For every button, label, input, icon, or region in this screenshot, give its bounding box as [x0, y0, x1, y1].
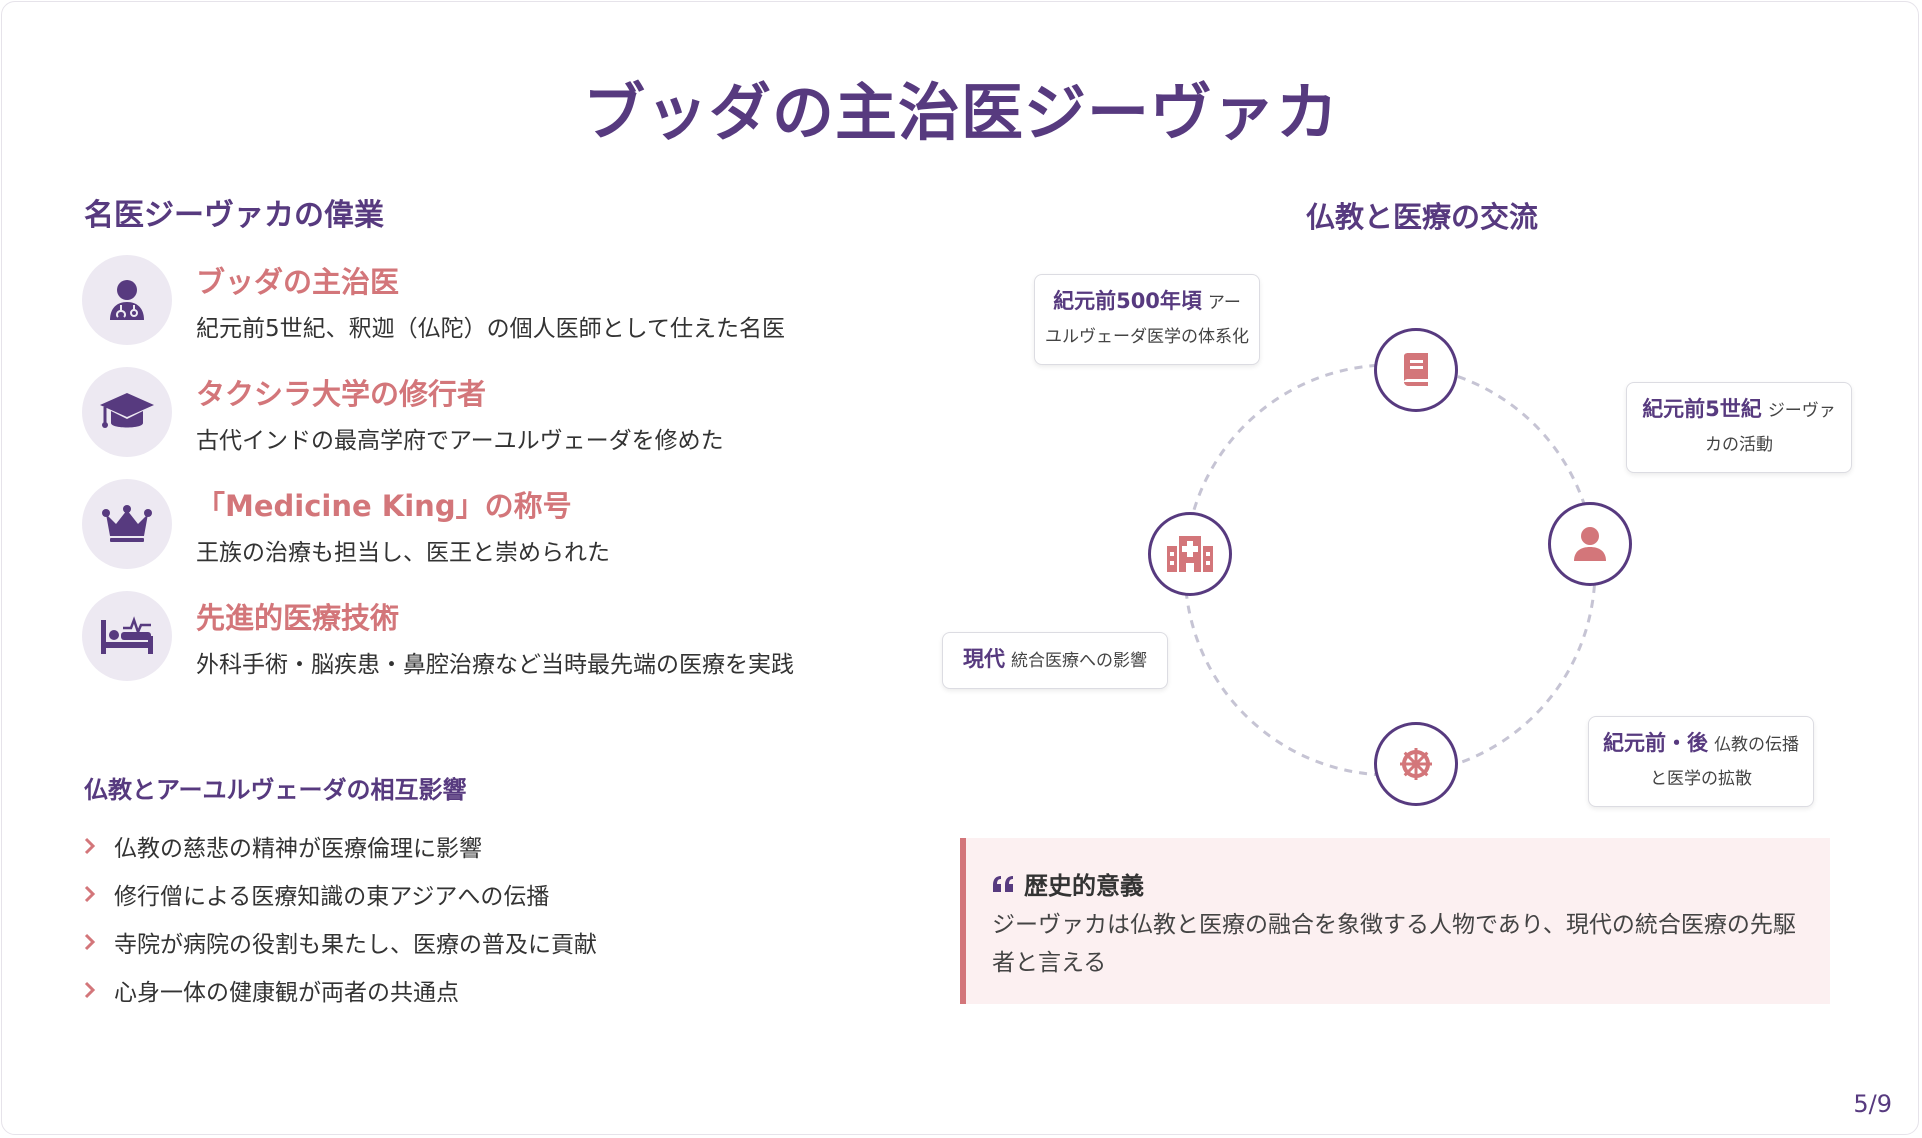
list-item: 修行僧による医療知識の東アジアへの伝播: [84, 870, 597, 918]
page-number: 5/9: [1853, 1090, 1892, 1118]
achievement-desc: 紀元前5世紀、釈迦（仏陀）の個人医師として仕えた名医: [196, 316, 785, 342]
exchange-heading: 仏教と医療の交流: [1306, 200, 1539, 234]
graduation-cap-icon: [82, 367, 172, 457]
achievements-heading: 名医ジーヴァカの偉業: [84, 198, 384, 233]
achievement-desc: 古代インドの最高学府でアーユルヴェーダを修めた: [196, 428, 724, 454]
achievement-title: 「Medicine King」の称号: [196, 489, 572, 523]
crown-icon: [82, 479, 172, 569]
achievement-item: タクシラ大学の修行者 古代インドの最高学府でアーユルヴェーダを修めた: [82, 367, 862, 463]
chevron-right-icon: [84, 933, 108, 951]
chevron-right-icon: [84, 981, 108, 999]
timeline-desc: アーユルヴェーダ医学の体系化: [1045, 293, 1249, 347]
achievement-title: ブッダの主治医: [196, 265, 400, 299]
achievement-title: タクシラ大学の修行者: [196, 377, 487, 411]
quote-text: ジーヴァカは仏教と医療の融合を象徴する人物であり、現代の統合医療の先駆者と言える: [992, 912, 1796, 976]
hospital-icon: [1148, 512, 1232, 596]
influence-text: 仏教の慈悲の精神が医療倫理に影響: [114, 836, 482, 862]
timeline-era: 現代: [963, 647, 1005, 671]
dharma-wheel-icon: [1374, 722, 1458, 806]
list-item: 心身一体の健康観が両者の共通点: [84, 966, 597, 1014]
influence-text: 修行僧による医療知識の東アジアへの伝播: [114, 884, 550, 910]
chevron-right-icon: [84, 837, 108, 855]
achievement-item: 先進的医療技術 外科手術・脳疾患・鼻腔治療など当時最先端の医療を実践: [82, 591, 862, 687]
quote-icon: [992, 875, 1014, 893]
user-icon: [1548, 502, 1632, 586]
achievement-title: 先進的医療技術: [196, 601, 400, 635]
achievement-item: ブッダの主治医 紀元前5世紀、釈迦（仏陀）の個人医師として仕えた名医: [82, 255, 862, 351]
timeline-desc: ジーヴァカの活動: [1705, 401, 1836, 455]
list-item: 仏教の慈悲の精神が医療倫理に影響: [84, 822, 597, 870]
quote-heading: 歴史的意義: [992, 866, 1144, 901]
page-title: ブッダの主治医ジーヴァカ: [582, 76, 1339, 149]
hospital-bed-icon: [82, 591, 172, 681]
timeline-label: 紀元前500年頃アーユルヴェーダ医学の体系化: [1034, 274, 1260, 365]
timeline-desc: 統合医療への影響: [1011, 651, 1147, 671]
timeline-label: 現代統合医療への影響: [942, 632, 1168, 689]
achievement-desc: 外科手術・脳疾患・鼻腔治療など当時最先端の医療を実践: [196, 652, 794, 678]
timeline-era: 紀元前5世紀: [1642, 397, 1762, 421]
chevron-right-icon: [84, 885, 108, 903]
timeline-era: 紀元前500年頃: [1053, 289, 1202, 313]
timeline-label: 紀元前・後仏教の伝播と医学の拡散: [1588, 716, 1814, 807]
achievement-item: 「Medicine King」の称号 王族の治療も担当し、医王と崇められた: [82, 479, 862, 575]
book-icon: [1374, 328, 1458, 412]
quote-heading-text: 歴史的意義: [1024, 872, 1144, 900]
influence-text: 心身一体の健康観が両者の共通点: [114, 980, 459, 1006]
timeline-label: 紀元前5世紀ジーヴァカの活動: [1626, 382, 1852, 473]
influence-heading: 仏教とアーユルヴェーダの相互影響: [84, 776, 467, 804]
historical-significance-box: 歴史的意義 ジーヴァカは仏教と医療の融合を象徴する人物であり、現代の統合医療の先…: [960, 838, 1830, 1004]
influence-list: 仏教の慈悲の精神が医療倫理に影響 修行僧による医療知識の東アジアへの伝播 寺院が…: [84, 822, 597, 1014]
influence-text: 寺院が病院の役割も果たし、医療の普及に貢献: [114, 932, 597, 958]
doctor-icon: [82, 255, 172, 345]
timeline-desc: 仏教の伝播と医学の拡散: [1650, 735, 1799, 789]
list-item: 寺院が病院の役割も果たし、医療の普及に貢献: [84, 918, 597, 966]
achievement-desc: 王族の治療も担当し、医王と崇められた: [196, 540, 610, 566]
timeline-era: 紀元前・後: [1603, 731, 1708, 755]
